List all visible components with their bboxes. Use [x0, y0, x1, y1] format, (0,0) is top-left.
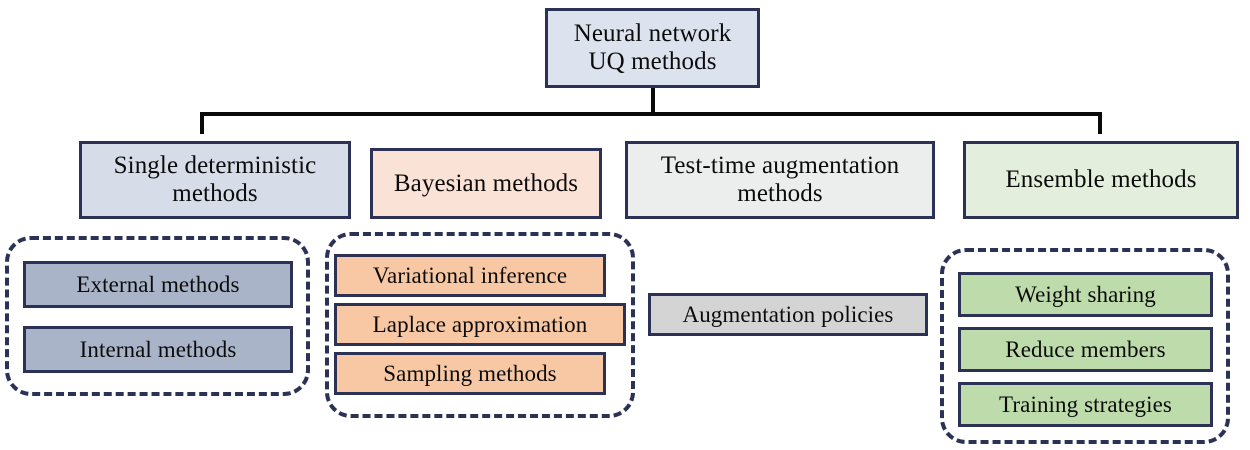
leaf-label: Reduce members	[1005, 336, 1166, 362]
leaf-variational-inference[interactable]: Variational inference	[334, 254, 606, 297]
category-ensemble-methods[interactable]: Ensemble methods	[963, 141, 1239, 219]
leaf-laplace-approximation[interactable]: Laplace approximation	[334, 303, 626, 346]
leaf-label: Weight sharing	[1015, 281, 1156, 307]
root-label-line1: Neural network	[573, 20, 732, 47]
category-single-deterministic-methods[interactable]: Single deterministic methods	[79, 141, 351, 219]
root-label-line2: UQ methods	[588, 48, 717, 75]
category-label-bayesian: Bayesian methods	[393, 169, 579, 197]
leaf-training-strategies[interactable]: Training strategies	[958, 382, 1213, 427]
leaf-label: External methods	[76, 271, 240, 297]
group-single-deterministic-children	[5, 236, 310, 396]
leaf-label: Augmentation policies	[682, 301, 894, 327]
category-label-line2: methods	[172, 180, 258, 207]
leaf-weight-sharing[interactable]: Weight sharing	[958, 272, 1213, 317]
leaf-label: Variational inference	[372, 262, 568, 288]
root-node-neural-network-uq-methods[interactable]: Neural network UQ methods	[545, 8, 760, 88]
connector-drop-left	[200, 112, 204, 134]
category-label-line1: Single deterministic	[113, 152, 317, 179]
category-test-time-augmentation-methods[interactable]: Test-time augmentation methods	[625, 141, 935, 219]
category-bayesian-methods[interactable]: Bayesian methods	[370, 148, 602, 219]
connector-drop-right	[1098, 112, 1102, 134]
leaf-internal-methods[interactable]: Internal methods	[23, 326, 293, 373]
leaf-label: Laplace approximation	[372, 311, 588, 337]
leaf-label: Internal methods	[79, 336, 237, 362]
leaf-reduce-members[interactable]: Reduce members	[958, 327, 1213, 372]
leaf-label: Sampling methods	[383, 360, 557, 386]
leaf-sampling-methods[interactable]: Sampling methods	[334, 352, 606, 395]
connector-horizontal-bar	[200, 112, 1102, 116]
connector-root-stem	[651, 86, 655, 114]
category-label-ensemble: Ensemble methods	[1005, 166, 1197, 193]
leaf-external-methods[interactable]: External methods	[23, 261, 293, 308]
category-label-line2: methods	[737, 180, 823, 207]
group-bayesian-children	[325, 232, 635, 418]
leaf-label: Training strategies	[999, 391, 1172, 417]
category-label-line1: Test-time augmentation	[660, 152, 900, 179]
leaf-augmentation-policies[interactable]: Augmentation policies	[648, 293, 928, 336]
group-ensemble-children	[940, 248, 1230, 444]
